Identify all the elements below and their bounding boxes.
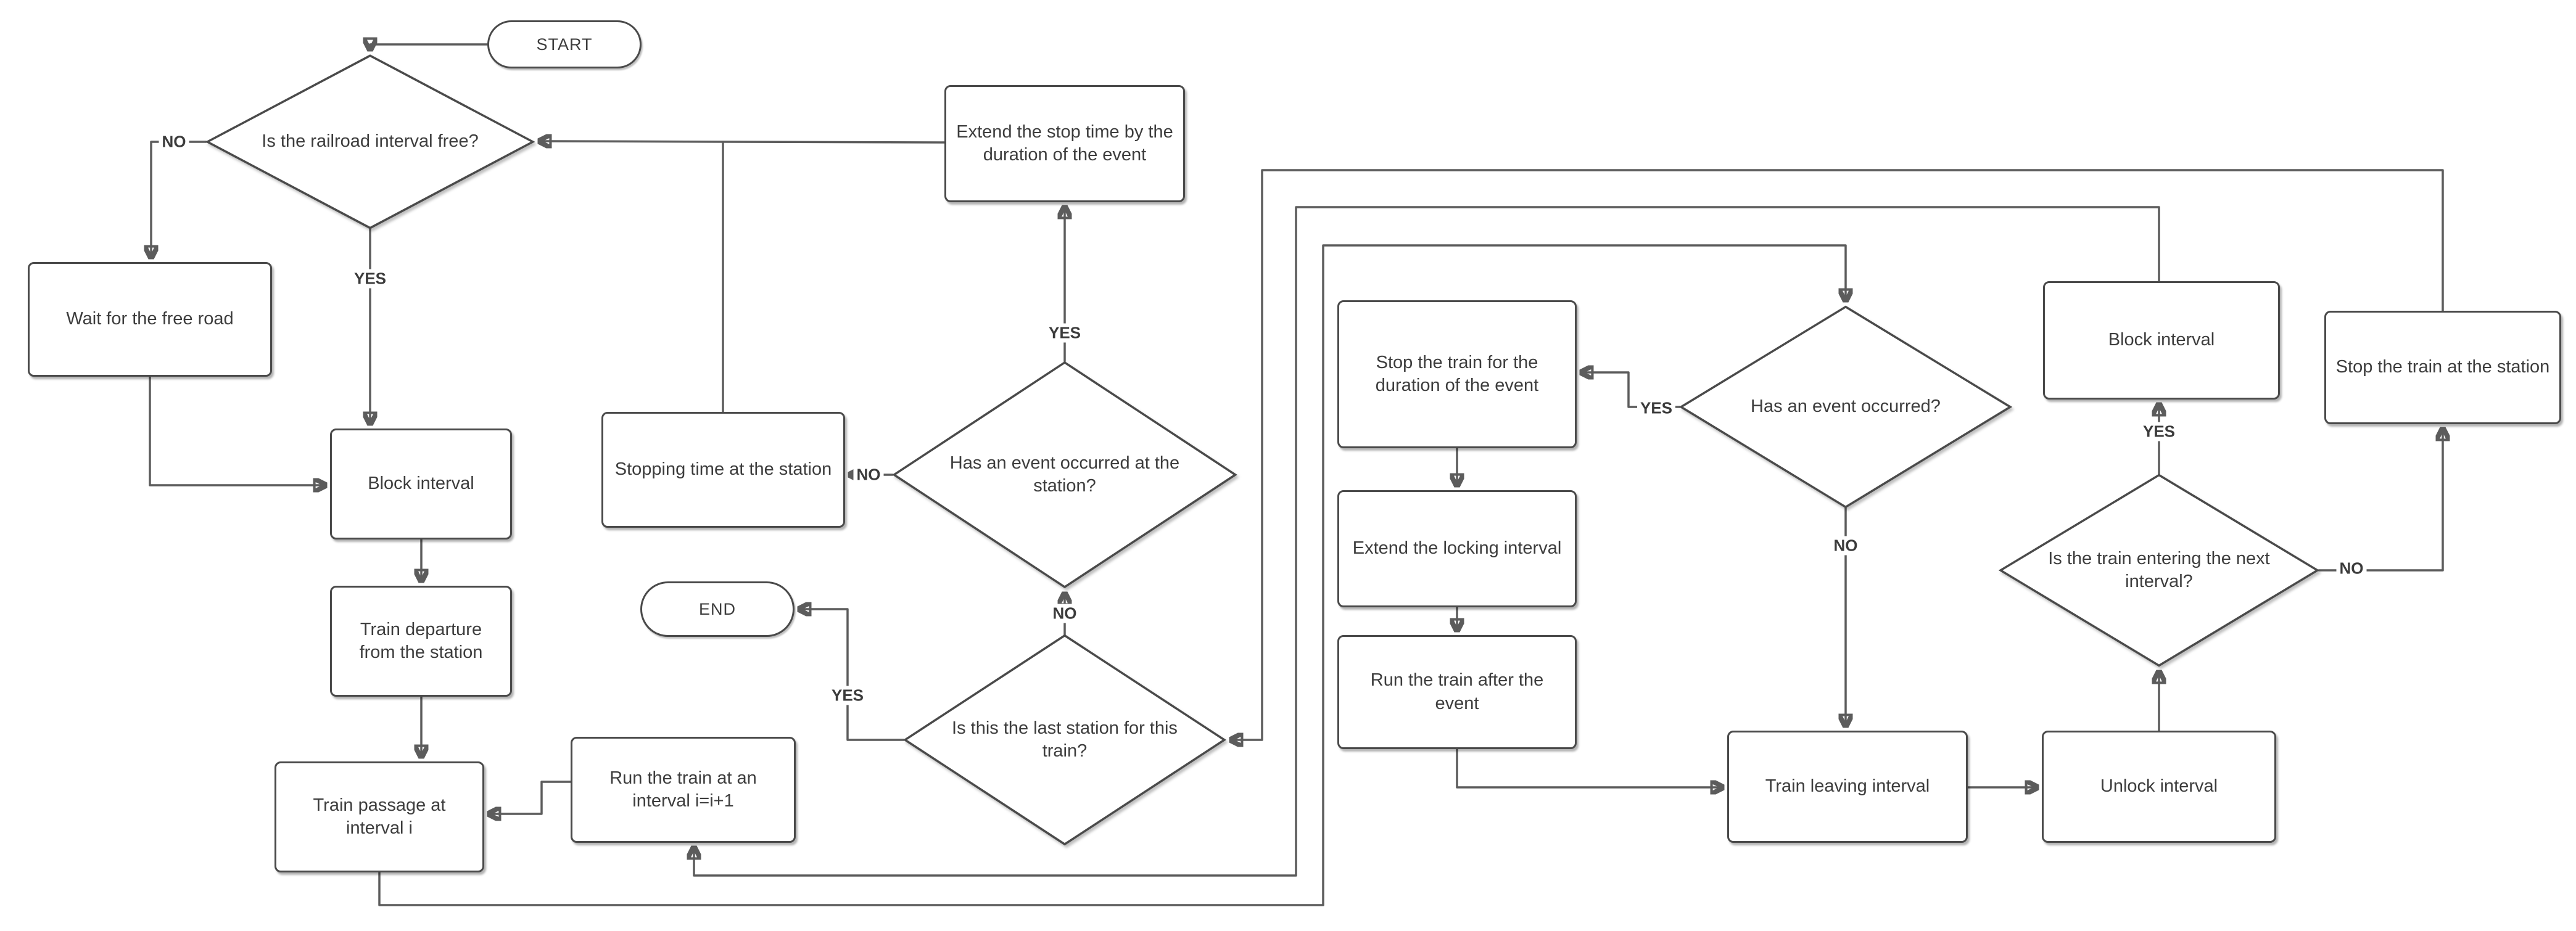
node-end-label: END — [698, 599, 736, 618]
node-wait-for-free-road-label: Wait for the free road — [66, 309, 234, 329]
node-block-interval-right: Block interval — [2043, 281, 2280, 400]
edge-block-right-to-run-next — [694, 206, 2160, 877]
diamond-shape — [1999, 474, 2319, 667]
decision-entering-next-interval: Is the train entering the next interval? — [1999, 474, 2319, 667]
edge-label-yes-railroad-free: YES — [350, 269, 390, 289]
decision-event-occurred-label: Has an event occurred? — [1751, 396, 1941, 417]
node-start: START — [487, 20, 642, 68]
node-run-train-after-event-label: Run the train after the event — [1370, 670, 1544, 713]
decision-event-at-station: Has an event occurred at the station? — [892, 361, 1237, 589]
node-train-leaving-interval-label: Train leaving interval — [1765, 776, 1930, 797]
node-train-departure: Train departure from the station — [330, 586, 512, 697]
node-stopping-time-at-station-label: Stopping time at the station — [614, 459, 832, 480]
node-block-interval-left-label: Block interval — [368, 474, 474, 494]
edge-run-after-to-train-leaving — [1456, 748, 1722, 787]
edge-label-no-entering-next: NO — [2336, 559, 2367, 578]
node-unlock-interval: Unlock interval — [2042, 731, 2276, 843]
node-block-interval-right-label: Block interval — [2108, 330, 2215, 350]
node-end: END — [640, 581, 795, 637]
edge-start-to-railroad-free — [370, 44, 489, 49]
decision-event-occurred: Has an event occurred? — [1679, 305, 2012, 509]
node-run-train-after-event: Run the train after the event — [1337, 635, 1577, 749]
node-stop-train-at-station: Stop the train at the station — [2324, 311, 2561, 424]
decision-entering-next-interval-label: Is the train entering the next interval? — [2048, 548, 2270, 591]
node-stop-train-at-station-label: Stop the train at the station — [2335, 357, 2550, 377]
node-start-label: START — [536, 35, 593, 54]
diamond-shape — [205, 54, 535, 229]
diamond-shape — [892, 361, 1237, 589]
edge-label-no-railroad-free: NO — [159, 132, 189, 152]
edge-extend-stop-to-railroad-free — [540, 141, 946, 142]
edge-label-yes-last-station: YES — [828, 686, 867, 705]
edge-label-yes-event-occurred: YES — [1637, 398, 1676, 418]
node-extend-locking-interval: Extend the locking interval — [1337, 490, 1577, 607]
edge-last-station-yes-end — [799, 609, 904, 741]
node-train-departure-label: Train departure from the station — [359, 619, 483, 662]
edge-run-next-to-passage — [489, 781, 572, 814]
diamond-shape — [903, 634, 1226, 846]
node-train-passage: Train passage at interval i — [275, 761, 484, 872]
edge-label-no-event-occurred: NO — [1830, 536, 1861, 556]
decision-last-station: Is this the last station for this train? — [903, 634, 1226, 846]
node-run-train-next-interval: Run the train at an interval i=i+1 — [571, 737, 796, 843]
node-stop-train-for-event: Stop the train for the duration of the e… — [1337, 300, 1577, 448]
decision-railroad-interval-free: Is the railroad interval free? — [205, 54, 535, 229]
edge-label-yes-entering-next: YES — [2139, 422, 2179, 441]
node-wait-for-free-road: Wait for the free road — [28, 262, 272, 377]
decision-last-station-label: Is this the last station for this train? — [952, 718, 1178, 761]
edge-wait-to-block — [149, 375, 325, 485]
edge-entering-next-no-stop-at-station — [2318, 429, 2443, 572]
node-unlock-interval-label: Unlock interval — [2100, 776, 2218, 797]
node-block-interval-left: Block interval — [330, 429, 512, 539]
edge-stop-at-station-to-last-station — [1231, 169, 2444, 740]
decision-event-at-station-label: Has an event occurred at the station? — [949, 453, 1180, 496]
node-train-leaving-interval: Train leaving interval — [1727, 731, 1968, 843]
edge-railroad-free-no-wait — [151, 141, 207, 257]
decision-railroad-interval-free-label: Is the railroad interval free? — [262, 131, 479, 152]
edge-label-no-last-station: NO — [1049, 604, 1080, 623]
node-extend-stop-time-label: Extend the stop time by the duration of … — [956, 121, 1173, 165]
edge-label-no-event-station: NO — [853, 465, 884, 485]
diamond-shape — [1679, 305, 2012, 509]
node-train-passage-label: Train passage at interval i — [313, 795, 446, 838]
node-extend-locking-interval-label: Extend the locking interval — [1352, 538, 1562, 559]
edge-passage-to-event-occurred — [378, 244, 1846, 906]
edge-label-yes-event-station: YES — [1045, 323, 1084, 343]
node-stopping-time-at-station: Stopping time at the station — [601, 412, 845, 528]
node-extend-stop-time: Extend the stop time by the duration of … — [944, 85, 1185, 202]
node-stop-train-for-event-label: Stop the train for the duration of the e… — [1375, 352, 1539, 395]
node-run-train-next-interval-label: Run the train at an interval i=i+1 — [609, 768, 757, 811]
